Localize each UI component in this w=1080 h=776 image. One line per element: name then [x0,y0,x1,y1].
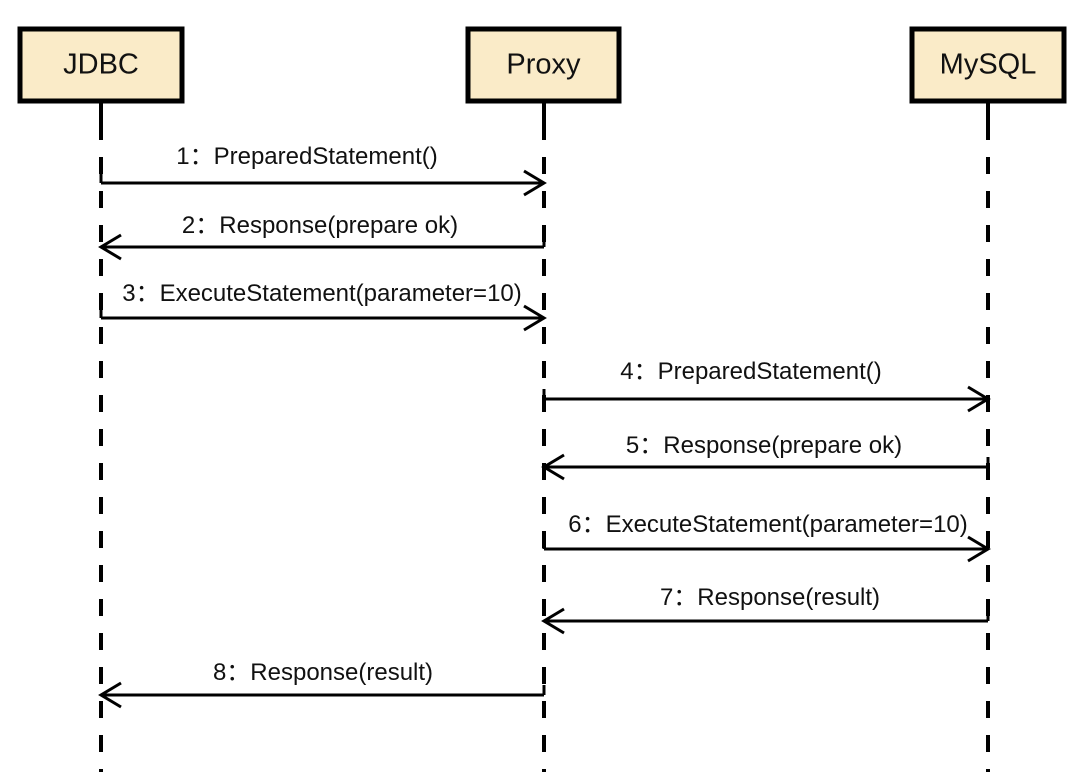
lifelines-layer [99,101,990,772]
message-arrowhead-3 [523,304,547,332]
message-7[interactable]: 7：Response(result) [541,584,990,635]
actor-label-mysql: MySQL [940,49,1037,81]
actor-box-jdbc [17,26,185,104]
actor-label-jdbc: JDBC [63,49,139,81]
message-1[interactable]: 1：PreparedStatement() [99,143,547,197]
message-6[interactable]: 6：ExecuteStatement(parameter=10) [542,511,991,563]
actor-box-mysql [909,26,1067,104]
message-label-7: 7：Response(result) [660,584,880,611]
message-5[interactable]: 5：Response(prepare ok) [541,432,990,481]
message-3[interactable]: 3：ExecuteStatement(parameter=10) [99,280,547,332]
actor-proxy[interactable]: Proxy [465,26,622,104]
message-arrowhead-7 [541,607,565,635]
message-label-1: 1：PreparedStatement() [176,143,437,170]
message-4[interactable]: 4：PreparedStatement() [542,358,991,413]
message-label-4: 4：PreparedStatement() [620,358,881,385]
actor-box-proxy [465,26,622,104]
message-arrowhead-4 [967,385,991,413]
message-label-2: 2：Response(prepare ok) [182,212,458,239]
message-arrowhead-1 [523,169,547,197]
message-label-6: 6：ExecuteStatement(parameter=10) [568,511,968,538]
message-arrowhead-8 [98,681,122,709]
actor-label-proxy: Proxy [506,49,581,81]
message-arrowhead-6 [967,535,991,563]
actors-layer: JDBC Proxy MySQL [17,26,1067,104]
message-arrowhead-2 [98,233,122,261]
actor-jdbc[interactable]: JDBC [17,26,185,104]
actor-mysql[interactable]: MySQL [909,26,1067,104]
message-8[interactable]: 8：Response(result) [98,659,546,709]
message-label-8: 8：Response(result) [213,659,433,686]
messages-layer: 1：PreparedStatement() 2：Response(prepare … [98,143,991,709]
message-label-3: 3：ExecuteStatement(parameter=10) [122,280,522,307]
message-2[interactable]: 2：Response(prepare ok) [98,212,546,261]
message-label-5: 5：Response(prepare ok) [626,432,902,459]
message-arrowhead-5 [541,453,565,481]
